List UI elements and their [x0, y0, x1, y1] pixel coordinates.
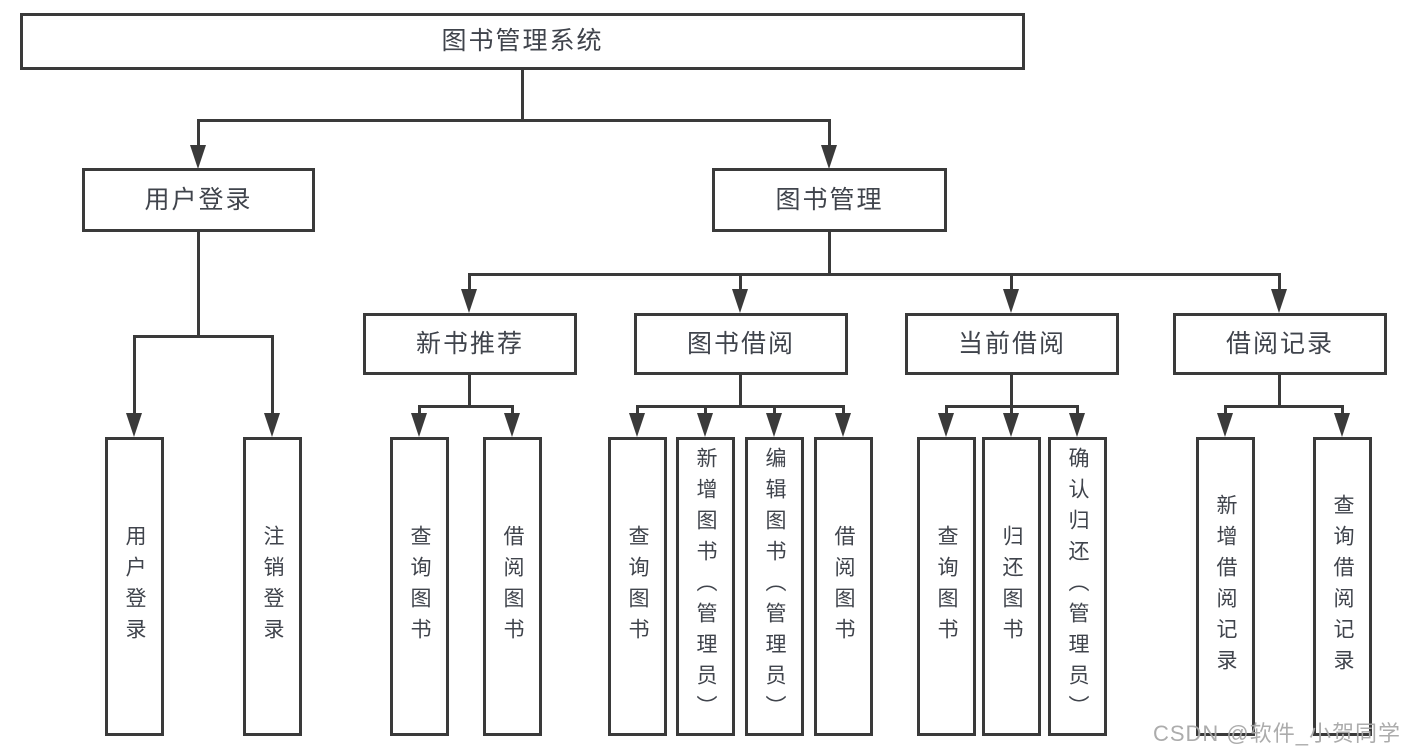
leaf-return-book: 归还图书: [982, 437, 1041, 736]
leaf-return-book-label: 归还图书: [1000, 524, 1023, 649]
node-new-book-recommend: 新书推荐: [363, 313, 577, 375]
node-book-borrow-label: 图书借阅: [686, 329, 795, 358]
leaf-add-book-admin-label: 新增图书（管理员）: [694, 447, 717, 726]
connector-to-leaf-confirmreturn: [1076, 405, 1079, 419]
connector-userlogin-hline: [133, 335, 274, 338]
node-borrow-records-label: 借阅记录: [1225, 329, 1334, 358]
connector-to-user-login: [197, 119, 200, 149]
arrow-to-leaf-addbook: [697, 413, 713, 437]
leaf-add-borrow-record: 新增借阅记录: [1196, 437, 1255, 736]
arrow-to-newbook: [461, 289, 477, 313]
arrow-to-leaf-login: [126, 413, 142, 437]
connector-to-leaf-addrecord: [1224, 405, 1227, 419]
leaf-borrow-books-borrow-label: 借阅图书: [832, 524, 855, 649]
leaf-search-books-current: 查询图书: [917, 437, 976, 736]
leaf-borrow-books-borrow: 借阅图书: [814, 437, 873, 736]
arrow-to-leaf-editbook: [766, 413, 782, 437]
leaf-add-book-admin: 新增图书（管理员）: [676, 437, 735, 736]
connector-to-leaf-addbook: [704, 405, 707, 419]
arrow-to-leaf-return: [1003, 413, 1019, 437]
connector-to-leaf-editbook: [773, 405, 776, 419]
connector-to-leaf-borrow2: [842, 405, 845, 419]
leaf-borrow-books-recommend: 借阅图书: [483, 437, 542, 736]
leaf-logout-login-label: 注销登录: [261, 524, 284, 649]
connector-to-book-mgmt: [828, 119, 831, 149]
node-current-borrow-label: 当前借阅: [957, 329, 1066, 358]
connector-to-leaf-search3: [945, 405, 948, 419]
connector-root-hline: [197, 119, 831, 122]
connector-bookmgmt-hline: [469, 273, 1280, 276]
connector-newbook-hline: [419, 405, 514, 408]
leaf-user-login: 用户登录: [105, 437, 164, 736]
connector-userlogin-stub: [197, 232, 200, 338]
arrow-to-bookborrow: [732, 289, 748, 313]
node-user-login: 用户登录: [82, 168, 315, 232]
leaf-edit-book-admin-label: 编辑图书（管理员）: [763, 447, 786, 726]
connector-bookmgmt-stub: [828, 232, 831, 276]
leaf-edit-book-admin: 编辑图书（管理员）: [745, 437, 804, 736]
arrow-to-leaf-borrow2: [835, 413, 851, 437]
arrow-to-leaf-logout: [264, 413, 280, 437]
node-root-label: 图书管理系统: [441, 27, 604, 55]
connector-currentborrow-stub: [1010, 375, 1013, 407]
arrow-to-leaf-borrow1: [504, 413, 520, 437]
arrow-to-leaf-search1: [411, 413, 427, 437]
node-borrow-records: 借阅记录: [1173, 313, 1387, 375]
leaf-search-books-borrow-label: 查询图书: [626, 524, 649, 649]
arrow-to-user-login: [190, 145, 206, 169]
leaf-add-borrow-record-label: 新增借阅记录: [1214, 493, 1237, 680]
arrow-to-leaf-confirmreturn: [1069, 413, 1085, 437]
leaf-search-books-borrow: 查询图书: [608, 437, 667, 736]
connector-to-leaf-search2: [636, 405, 639, 419]
csdn-watermark: CSDN @软件_小贺同学: [1152, 721, 1401, 746]
node-user-login-label: 用户登录: [144, 185, 253, 214]
leaf-logout-login: 注销登录: [243, 437, 302, 736]
connector-to-bookborrow: [739, 273, 742, 293]
connector-bookborrow-stub: [739, 375, 742, 407]
leaf-search-books-current-label: 查询图书: [935, 524, 958, 649]
node-current-borrow: 当前借阅: [905, 313, 1119, 375]
node-root-system: 图书管理系统: [20, 13, 1025, 70]
connector-bookborrow-hline: [637, 405, 845, 408]
leaf-search-books-recommend-label: 查询图书: [408, 524, 431, 649]
connector-to-leaf-return: [1010, 405, 1013, 419]
node-book-borrow: 图书借阅: [634, 313, 848, 375]
arrow-to-currentborrow: [1003, 289, 1019, 313]
arrow-to-book-mgmt: [821, 145, 837, 169]
arrow-to-leaf-addrecord: [1217, 413, 1233, 437]
arrow-to-borrowrecords: [1271, 289, 1287, 313]
connector-to-leaf-logout: [271, 335, 274, 419]
arrow-to-leaf-searchrecord: [1334, 413, 1350, 437]
leaf-confirm-return-admin-label: 确认归还（管理员）: [1066, 447, 1089, 726]
leaf-user-login-label: 用户登录: [123, 524, 146, 649]
connector-to-leaf-searchrecord: [1341, 405, 1344, 419]
leaf-confirm-return-admin: 确认归还（管理员）: [1048, 437, 1107, 736]
connector-root-stub: [521, 70, 524, 121]
arrow-to-leaf-search2: [629, 413, 645, 437]
connector-to-leaf-search1: [418, 405, 421, 419]
connector-to-borrowrecords: [1278, 273, 1281, 293]
node-book-management-label: 图书管理: [775, 185, 884, 214]
node-book-management: 图书管理: [712, 168, 947, 232]
connector-borrowrecords-stub: [1278, 375, 1281, 407]
connector-to-leaf-borrow1: [511, 405, 514, 419]
connector-to-leaf-login: [133, 335, 136, 419]
connector-to-currentborrow: [1010, 273, 1013, 293]
arrow-to-leaf-search3: [938, 413, 954, 437]
leaf-search-borrow-record: 查询借阅记录: [1313, 437, 1372, 736]
leaf-search-borrow-record-label: 查询借阅记录: [1331, 493, 1354, 680]
leaf-search-books-recommend: 查询图书: [390, 437, 449, 736]
leaf-borrow-books-recommend-label: 借阅图书: [501, 524, 524, 649]
connector-borrowrecords-hline: [1225, 405, 1344, 408]
connector-newbook-stub: [468, 375, 471, 407]
node-new-book-recommend-label: 新书推荐: [415, 329, 524, 358]
connector-to-newbook: [468, 273, 471, 293]
